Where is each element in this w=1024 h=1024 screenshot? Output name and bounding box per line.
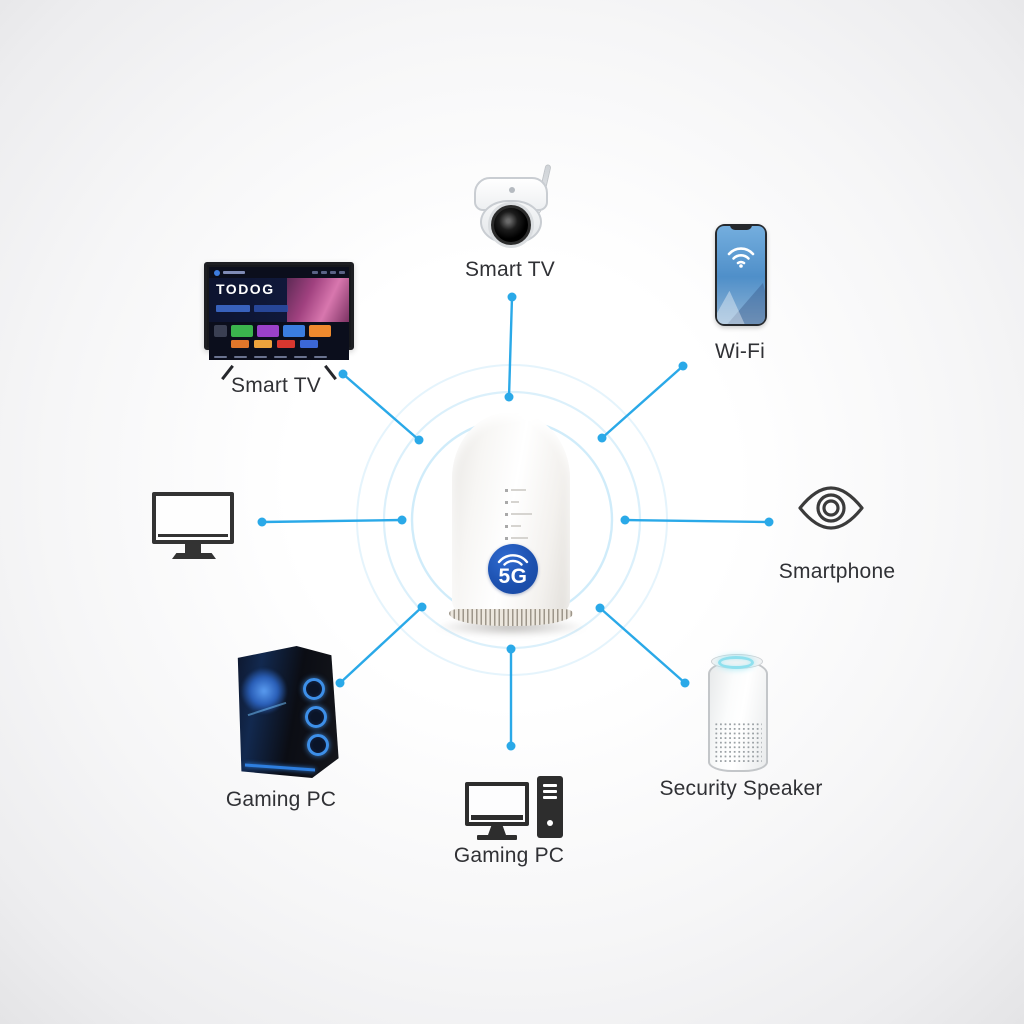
speaker-light-ring bbox=[718, 656, 754, 669]
5g-badge: 5G bbox=[488, 544, 538, 594]
connector-monitor bbox=[257, 515, 407, 527]
label-gaming-pc-desktop: Gaming PC bbox=[453, 844, 565, 867]
tv-screen: TODOG bbox=[209, 267, 349, 360]
connector-eye bbox=[620, 515, 774, 527]
tv-banner-photo bbox=[287, 278, 349, 322]
label-security-camera: Smart TV bbox=[465, 258, 555, 281]
device-speaker bbox=[708, 654, 770, 774]
pc-tower bbox=[537, 776, 563, 838]
case-fan bbox=[303, 678, 325, 700]
label-gaming-pc-tower: Gaming PC bbox=[225, 788, 337, 811]
smart-speaker-icon bbox=[708, 654, 770, 774]
wifi-icon bbox=[497, 554, 529, 566]
case-fan bbox=[305, 706, 327, 728]
gaming-tower-icon bbox=[227, 646, 347, 778]
connector-speaker bbox=[595, 603, 690, 688]
smart-tv-icon: TODOG bbox=[204, 262, 354, 381]
label-smart-tv: Smart TV bbox=[231, 374, 321, 397]
connector-desktop-pc bbox=[506, 644, 516, 751]
monitor-icon bbox=[152, 492, 238, 560]
desktop-pc-icon bbox=[465, 776, 565, 842]
rgb-glow bbox=[241, 668, 287, 714]
device-security-camera bbox=[470, 163, 560, 246]
speaker-grille bbox=[714, 722, 762, 762]
router-5g-hub: 5G bbox=[432, 413, 590, 637]
label-security-speaker: Security Speaker bbox=[659, 777, 823, 800]
connector-security-camera bbox=[504, 292, 517, 402]
device-wifi-phone bbox=[715, 224, 767, 326]
connector-smart-tv bbox=[338, 369, 424, 445]
security-camera-icon bbox=[470, 163, 560, 246]
label-wifi: Wi-Fi bbox=[715, 340, 765, 363]
camera-lens bbox=[491, 205, 531, 245]
connector-gaming-tower bbox=[335, 602, 427, 688]
tv-app-tiles-row2 bbox=[231, 340, 318, 348]
wifi-phone-icon bbox=[715, 224, 767, 326]
device-eye bbox=[796, 483, 866, 533]
device-monitor bbox=[152, 492, 238, 560]
tv-app-tiles-row1 bbox=[214, 325, 331, 337]
device-smart-tv: TODOG bbox=[204, 262, 354, 381]
device-gaming-tower bbox=[227, 646, 347, 778]
router-body: 5G bbox=[452, 413, 570, 618]
router-led-indicators bbox=[505, 489, 532, 552]
wifi-icon bbox=[727, 247, 755, 268]
router-base-vents bbox=[449, 609, 573, 626]
case-fan bbox=[307, 734, 329, 756]
device-desktop-pc bbox=[465, 776, 565, 842]
5g-badge-label: 5G bbox=[498, 565, 528, 588]
label-smartphone: Smartphone bbox=[778, 560, 896, 583]
connector-wifi-phone bbox=[597, 361, 688, 443]
tv-headline: TODOG bbox=[216, 281, 275, 297]
eye-icon bbox=[798, 486, 864, 530]
